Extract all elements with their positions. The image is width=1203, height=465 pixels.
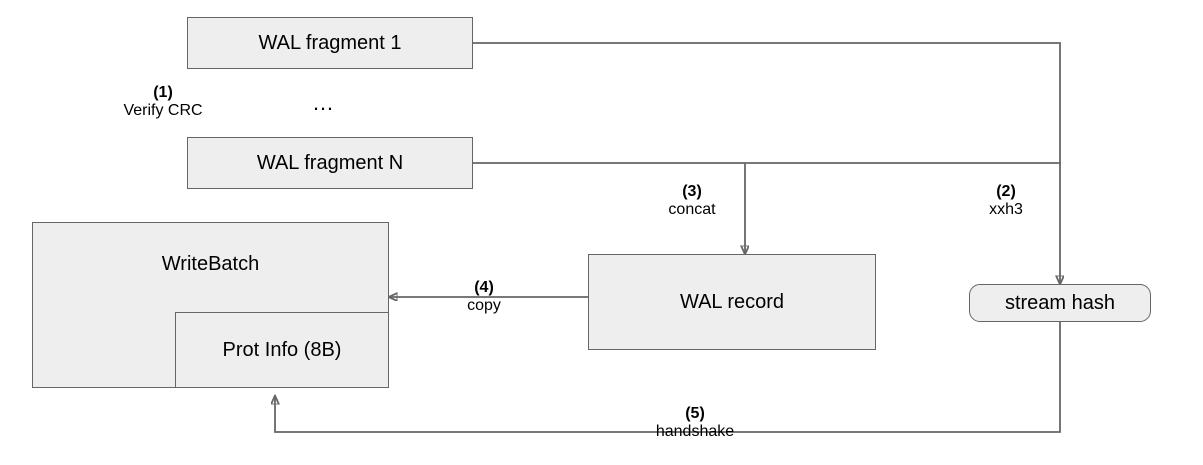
edge-label-3-concat: (3) concat	[645, 183, 739, 220]
node-stream-hash-label: stream hash	[1004, 292, 1116, 314]
node-wal-record-label: WAL record	[679, 291, 785, 313]
node-wal-fragment-n-label: WAL fragment N	[256, 152, 404, 174]
node-prot-info[interactable]: Prot Info (8B)	[175, 312, 389, 388]
edge-2-label: xxh3	[989, 201, 1023, 219]
edge-1-label: Verify CRC	[123, 102, 203, 120]
edge-path-handshake	[275, 322, 1061, 433]
edge-label-5-handshake: (5) handshake	[625, 405, 765, 442]
edge-5-label: handshake	[655, 423, 735, 441]
edge-5-number: (5)	[685, 405, 705, 422]
node-wal-fragment-1-label: WAL fragment 1	[258, 32, 402, 54]
edge-path-frag-n-rail	[473, 162, 1060, 284]
edge-label-4-copy: (4) copy	[429, 279, 539, 316]
edge-label-2-xxh3: (2) xxh3	[960, 183, 1052, 220]
edge-3-label: concat	[668, 201, 716, 219]
edge-4-label: copy	[467, 297, 501, 315]
edge-4-number: (4)	[474, 279, 494, 296]
edge-2-number: (2)	[996, 183, 1016, 200]
edge-label-1-verify-crc: (1) Verify CRC	[103, 84, 223, 121]
node-prot-info-label: Prot Info (8B)	[222, 339, 342, 361]
node-stream-hash[interactable]: stream hash	[969, 284, 1151, 322]
node-wal-fragment-n[interactable]: WAL fragment N	[187, 137, 473, 189]
edge-3-number: (3)	[682, 183, 702, 200]
node-wal-record[interactable]: WAL record	[588, 254, 876, 350]
node-wal-fragment-1[interactable]: WAL fragment 1	[187, 17, 473, 69]
fragments-ellipsis: …	[312, 90, 336, 115]
node-write-batch-label: WriteBatch	[161, 253, 260, 275]
edge-1-number: (1)	[153, 84, 173, 101]
edge-path-frag1-rail	[473, 42, 1061, 163]
